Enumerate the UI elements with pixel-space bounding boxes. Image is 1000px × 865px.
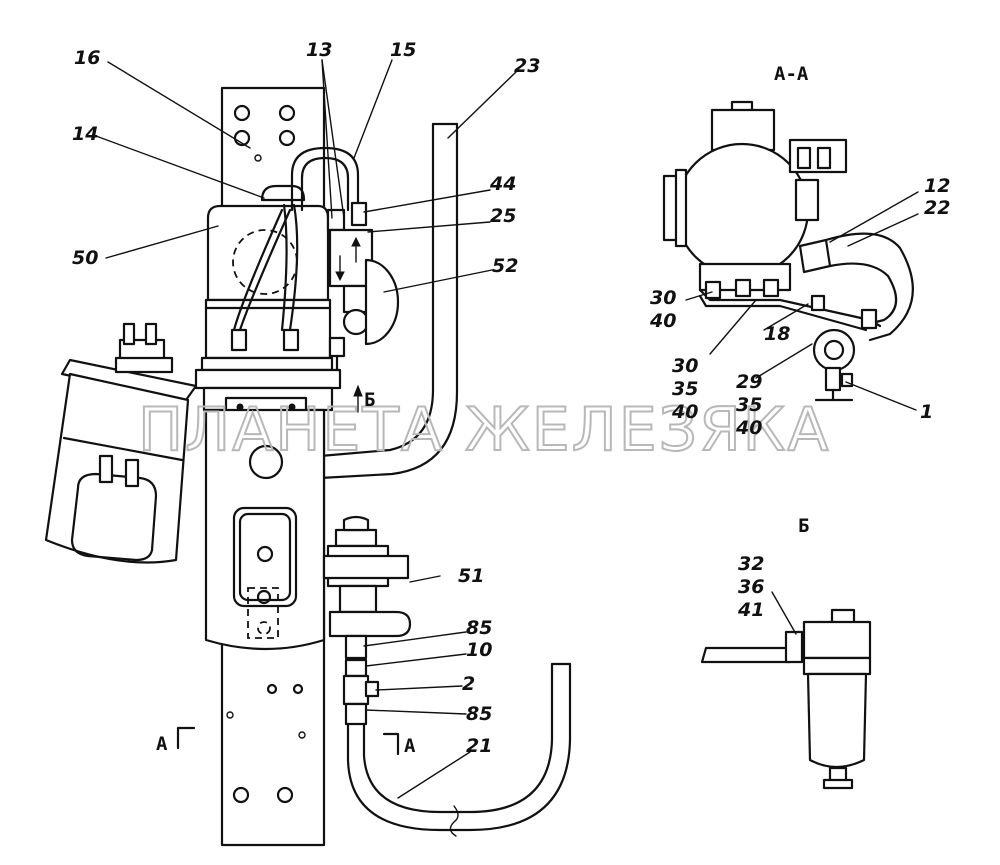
callout-21: 21 (466, 735, 492, 757)
callout-35-lower: 35 (672, 378, 698, 400)
pump-unit (194, 184, 342, 418)
callout-15: 15 (390, 39, 416, 61)
callout-36: 36 (738, 576, 764, 598)
callout-40-lower: 40 (671, 401, 698, 423)
callout-30-lower: 30 (672, 355, 698, 377)
watermark-text: ПЛАНЕТА ЖЕЛЕЗЯКА (138, 395, 830, 465)
callout-16: 16 (74, 47, 100, 69)
hose-21 (346, 662, 572, 837)
callout-12: 12 (924, 175, 950, 197)
callout-85-upper: 85 (466, 617, 492, 639)
callout-52: 52 (492, 255, 518, 277)
callout-13: 13 (306, 39, 332, 61)
callout-85-lower: 85 (466, 703, 492, 725)
lower-housing (204, 408, 326, 651)
callout-18: 18 (764, 323, 790, 345)
callout-30-upper: 30 (650, 287, 676, 309)
valve-body (328, 228, 400, 372)
view-b-title: Б (798, 515, 809, 537)
cut-marks (176, 726, 400, 756)
callout-labels: 16 13 15 23 14 44 25 50 52 51 85 10 2 85… (72, 39, 950, 757)
leader-lines (95, 59, 919, 799)
main-view (44, 86, 572, 847)
cut-mark-right-label: А (404, 735, 416, 757)
callout-1: 1 (920, 401, 933, 423)
callout-2: 2 (462, 673, 475, 695)
callout-29: 29 (736, 371, 762, 393)
callout-41: 41 (737, 599, 764, 621)
callout-23: 23 (514, 55, 540, 77)
callout-44: 44 (489, 173, 516, 195)
callout-40-upper: 40 (649, 310, 676, 332)
callout-25: 25 (490, 205, 516, 227)
view-b-arrow-label: Б (364, 389, 375, 411)
callout-35-right: 35 (736, 394, 762, 416)
view-b-arrow (353, 384, 363, 413)
callout-22: 22 (924, 197, 950, 219)
filter-canister (44, 322, 198, 564)
callout-50: 50 (72, 247, 98, 269)
view-b (700, 608, 872, 790)
callout-40-right: 40 (735, 417, 762, 439)
section-a-a-view (662, 100, 914, 402)
callout-51: 51 (458, 565, 484, 587)
bracket-51 (322, 515, 412, 726)
callout-14: 14 (72, 123, 98, 145)
cut-mark-left-label: А (156, 733, 168, 755)
section-aa-title: А-А (774, 63, 809, 85)
callout-32: 32 (738, 553, 764, 575)
callout-10: 10 (466, 639, 492, 661)
